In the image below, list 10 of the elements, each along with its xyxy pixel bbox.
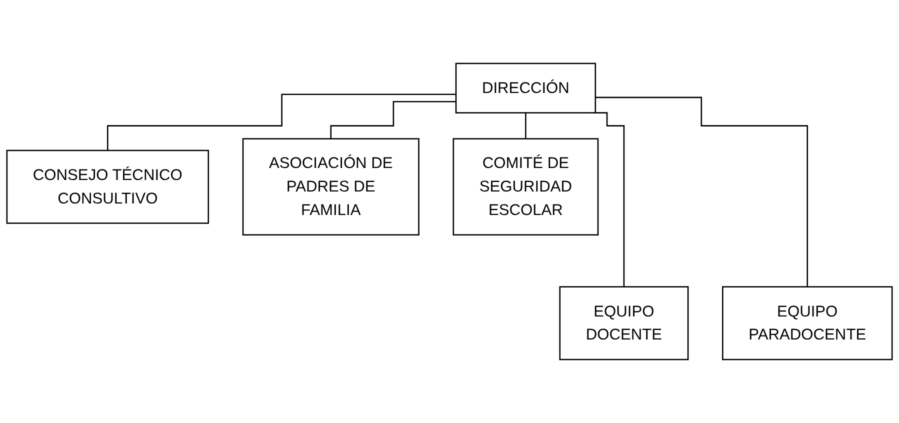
connector <box>595 96 808 288</box>
node-box: DIRECCIÓN <box>455 62 596 114</box>
node-box: EQUIPO PARADOCENTE <box>722 286 893 360</box>
node-box: ASOCIACIÓN DE PADRES DE FAMILIA <box>242 138 420 236</box>
node-box: EQUIPO DOCENTE <box>559 286 689 360</box>
connector <box>107 94 456 152</box>
node-box: COMITÉ DE SEGURIDAD ESCOLAR <box>452 138 599 236</box>
connector <box>525 112 526 140</box>
node-box: CONSEJO TÉCNICO CONSULTIVO <box>6 150 210 224</box>
connector <box>330 100 456 140</box>
